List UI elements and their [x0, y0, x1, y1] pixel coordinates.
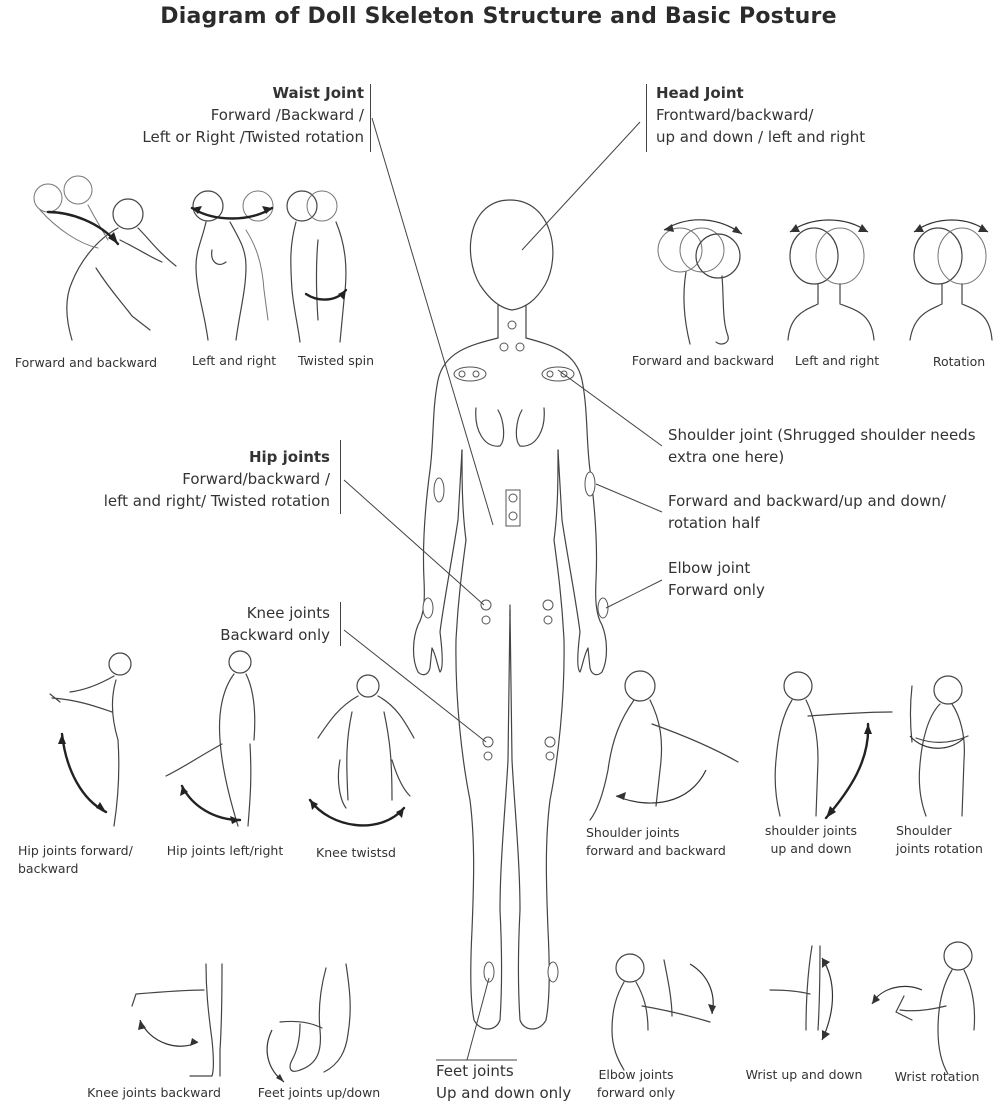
knee-joints-label: Knee joints Backward only	[150, 602, 330, 646]
knee-backward-figure	[132, 964, 222, 1076]
head-left-right-figure	[788, 220, 874, 340]
hip-left-right-figure	[166, 651, 255, 826]
shoulder-joint-label: Shoulder joint (Shrugged shoulder needs …	[668, 424, 976, 468]
feet-up-down-figure	[267, 964, 350, 1082]
feet-joints-line2: Up and down only	[436, 1082, 571, 1104]
head-joint-line1: Frontward/backward/	[656, 104, 865, 126]
shoulder-rotation-figure	[910, 676, 968, 816]
wrist-up-down-figure	[770, 946, 833, 1040]
hip-forward-backward-figure	[50, 653, 131, 826]
caption-elbow-line2: forward only	[588, 1084, 684, 1102]
upper-arm-joint-label: Forward and backward/up and down/ rotati…	[668, 490, 946, 534]
elbow-forward-figure	[612, 954, 716, 1070]
upper-arm-joint-line2: rotation half	[668, 512, 946, 534]
feet-joints-label: Feet joints Up and down only	[436, 1060, 571, 1104]
shoulder-forward-backward-figure	[590, 671, 738, 820]
head-joint-heading: Head Joint	[656, 82, 865, 104]
caption-waist-forward-backward: Forward and backward	[6, 354, 166, 372]
head-joint-divider	[646, 84, 647, 152]
hip-joints-heading: Hip joints	[60, 446, 330, 468]
caption-head-left-right: Left and right	[788, 352, 886, 370]
shoulder-up-down-figure	[775, 672, 892, 818]
knee-joints-line2: Backward only	[150, 624, 330, 646]
knee-joints-line1: Knee joints	[150, 602, 330, 624]
hip-joints-label: Hip joints Forward/backward / left and r…	[60, 446, 330, 512]
hip-joints-divider	[340, 440, 341, 514]
caption-elbow-forward: Elbow joints forward only	[588, 1066, 684, 1102]
caption-shoulder-rot-line1: Shoulder	[896, 822, 983, 840]
caption-shoulder-up-down: shoulder joints up and down	[756, 822, 866, 858]
head-forward-backward-figure	[658, 220, 742, 344]
knee-joints-divider	[340, 602, 341, 646]
head-joint-line2: up and down / left and right	[656, 126, 865, 148]
caption-wrist-up-down: Wrist up and down	[738, 1066, 870, 1084]
waist-joint-label: Waist Joint Forward /Backward / Left or …	[100, 82, 364, 148]
head-joint-label: Head Joint Frontward/backward/ up and do…	[656, 82, 865, 148]
caption-shoulder-fb-line2: forward and backward	[586, 842, 726, 860]
waist-forward-backward-figure	[34, 176, 176, 340]
head-rotation-figure	[910, 220, 992, 340]
leader-lines	[344, 118, 662, 1060]
caption-shoulder-rot-line2: joints rotation	[896, 840, 983, 858]
waist-joint-heading: Waist Joint	[100, 82, 364, 104]
caption-hip-forward-line2: backward	[18, 860, 133, 878]
hip-joints-line1: Forward/backward /	[60, 468, 330, 490]
knee-twisted-figure	[310, 675, 414, 825]
waist-joint-line1: Forward /Backward /	[100, 104, 364, 126]
elbow-joint-line1: Elbow joint	[668, 557, 765, 579]
caption-waist-left-right: Left and right	[186, 352, 282, 370]
caption-shoulder-rotation: Shoulder joints rotation	[896, 822, 983, 858]
elbow-joint-line2: Forward only	[668, 579, 765, 601]
elbow-joint-label: Elbow joint Forward only	[668, 557, 765, 601]
caption-hip-left-right: Hip joints left/right	[158, 842, 292, 860]
hip-joints-line2: left and right/ Twisted rotation	[60, 490, 330, 512]
caption-knee-twisted: Knee twistsd	[304, 844, 408, 862]
caption-shoulder-forward-backward: Shoulder joints forward and backward	[586, 824, 726, 860]
upper-arm-joint-line1: Forward and backward/up and down/	[668, 490, 946, 512]
caption-feet-up-down: Feet joints up/down	[250, 1084, 388, 1102]
caption-hip-forward-backward: Hip joints forward/ backward	[18, 842, 133, 878]
caption-shoulder-ud-line1: shoulder joints	[756, 822, 866, 840]
waist-twisted-figure	[287, 191, 346, 342]
central-doll-figure	[414, 200, 609, 1029]
feet-joints-line1: Feet joints	[436, 1060, 571, 1082]
caption-shoulder-fb-line1: Shoulder joints	[586, 824, 726, 842]
caption-wrist-rotation: Wrist rotation	[886, 1068, 988, 1086]
caption-head-forward-backward: Forward and backward	[624, 352, 782, 370]
waist-left-right-figure	[192, 191, 273, 340]
shoulder-joint-line1: Shoulder joint (Shrugged shoulder needs	[668, 424, 976, 446]
caption-waist-twisted: Twisted spin	[288, 352, 384, 370]
shoulder-joint-line2: extra one here)	[668, 446, 976, 468]
wrist-rotation-figure	[872, 942, 975, 1074]
waist-joint-line2: Left or Right /Twisted rotation	[100, 126, 364, 148]
caption-elbow-line1: Elbow joints	[588, 1066, 684, 1084]
waist-joint-divider	[370, 84, 371, 152]
caption-hip-forward-line1: Hip joints forward/	[18, 842, 133, 860]
joint-markers	[423, 321, 608, 982]
caption-head-rotation: Rotation	[922, 353, 996, 371]
caption-shoulder-ud-line2: up and down	[756, 840, 866, 858]
caption-knee-backward: Knee joints backward	[80, 1084, 228, 1102]
